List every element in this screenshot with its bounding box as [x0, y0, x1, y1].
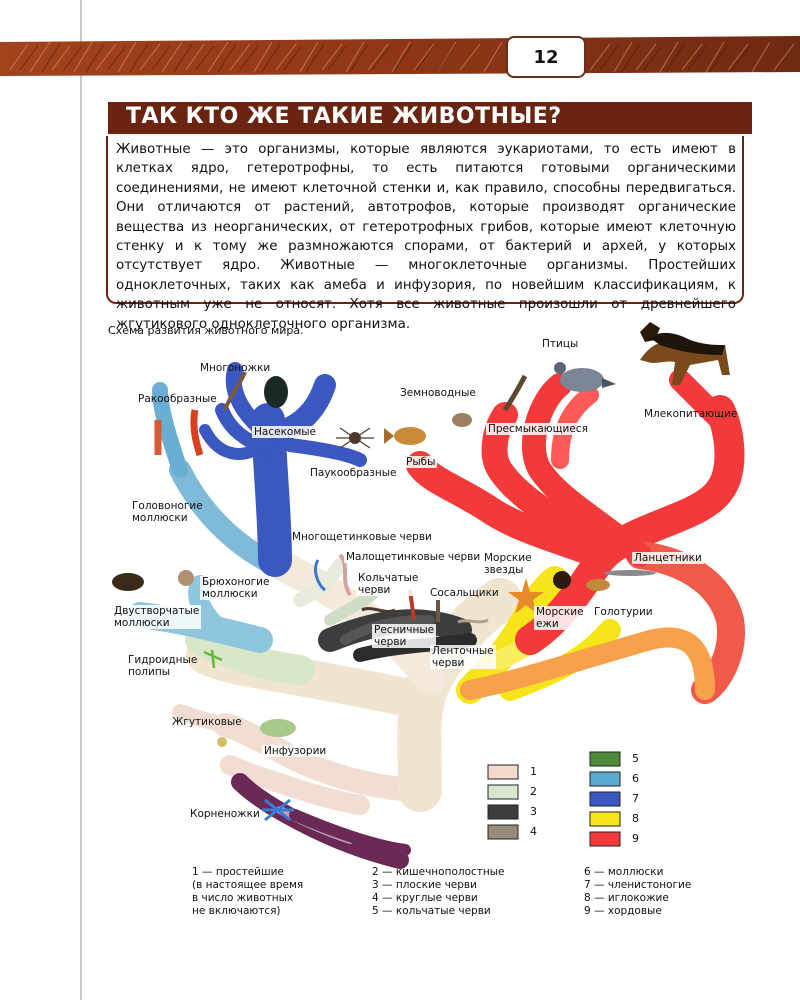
hydra-icon	[203, 649, 223, 669]
label-lentochnye: Ленточные черви	[430, 645, 496, 669]
label-kolchatye: Кольчатые черви	[356, 572, 421, 596]
label-morskie-zvezdy: Морские звезды	[484, 552, 532, 576]
label-malosh: Малощетинковые черви	[344, 551, 483, 563]
label-mnogoshchetinkovye: Многощетинковые черви	[292, 531, 432, 543]
legend-swatch-8	[589, 811, 621, 827]
legend-number-5: 5	[632, 752, 639, 765]
legend-number-6: 6	[632, 772, 639, 785]
label-kornenozhki: Корненожки	[190, 808, 260, 820]
legend-number-7: 7	[632, 792, 639, 805]
scheme-caption: Схема развития животного мира.	[108, 324, 304, 337]
crayfish-icon	[190, 409, 204, 457]
legend-number-1: 1	[530, 765, 537, 778]
page-margin-line	[80, 0, 82, 1000]
legend-swatch-2	[487, 784, 519, 800]
dog-icon	[640, 322, 730, 385]
label-paukoobraznye: Паукообразные	[308, 467, 399, 479]
page-title: ТАК КТО ЖЕ ТАКИЕ ЖИВОТНЫЕ?	[126, 104, 562, 129]
legend-number-3: 3	[530, 805, 537, 818]
spider-icon	[336, 427, 374, 449]
label-dvustvorchatye: Двустворчатые моллюски	[112, 605, 202, 629]
label-infuzorii: Инфузории	[262, 745, 329, 757]
legend-swatch-7	[589, 791, 621, 807]
legend-swatch-3	[487, 804, 519, 820]
legend-col-3: 6 — моллюски 7 — членистоногие 8 — иглок…	[584, 866, 692, 917]
label-morskie-ezhi: Морские ежи	[534, 606, 586, 630]
label-lantsetniki: Ланцетники	[632, 552, 704, 564]
legend-swatch-1	[487, 764, 519, 780]
text-frame	[106, 136, 744, 304]
legend-number-9: 9	[632, 832, 639, 845]
mussel-icon	[112, 573, 144, 591]
title-bar	[108, 102, 752, 134]
label-mnogonozhki: Многоножки	[200, 362, 271, 374]
label-sosalshchiki: Сосальщики	[430, 587, 499, 599]
fish-icon	[384, 427, 426, 445]
starfish-icon	[508, 578, 544, 614]
sea-cucumber-icon	[586, 579, 610, 591]
legend-swatch-5	[589, 751, 621, 767]
label-presmykayushchiesya: Пресмыкающиеся	[486, 423, 590, 435]
legend-number-8: 8	[632, 812, 639, 825]
legend-swatch-6	[589, 771, 621, 787]
label-mlekopitayushchie: Млекопитающие	[644, 408, 738, 420]
legend-col-2: 2 — кишечнополостные 3 — плоские черви 4…	[372, 866, 505, 917]
amoeba-icon	[262, 798, 294, 822]
beetle-icon	[264, 376, 288, 408]
legend-swatch-9	[589, 831, 621, 847]
legend-swatch-4	[487, 824, 519, 840]
label-golovonogie: Головоногие моллюски	[132, 500, 203, 524]
flagellate-icon	[217, 737, 227, 747]
label-ryby: Рыбы	[404, 456, 438, 468]
legend-number-2: 2	[530, 785, 537, 798]
lizard-icon	[502, 374, 528, 412]
sea-urchin-icon	[553, 571, 571, 589]
legend-number-4: 4	[530, 825, 537, 838]
label-rakoobraznye: Ракообразные	[138, 393, 217, 405]
animal-icons	[112, 322, 730, 822]
paramecium-icon	[260, 719, 296, 737]
legend-col-1: 1 — простейшие (в настоящее время в числ…	[192, 866, 304, 917]
label-ptitsy: Птицы	[542, 338, 579, 350]
decorative-fur-band	[0, 36, 800, 76]
intro-paragraph: Животные — это организмы, которые являют…	[116, 142, 736, 332]
centipede-icon	[223, 371, 247, 411]
label-gidroidnye: Гидроидные полипы	[128, 654, 198, 678]
label-goloturii: Голотурии	[592, 606, 655, 618]
label-resnichnye: Ресничные черви	[372, 624, 437, 648]
lancelet-icon	[604, 570, 656, 576]
label-zemnovodnye: Земноводные	[400, 387, 476, 399]
label-zhgutikovye: Жгутиковые	[172, 716, 242, 728]
page-number: 12	[506, 36, 586, 78]
label-bryuhonogie: Брюхоногие моллюски	[200, 576, 272, 600]
pigeon-icon	[554, 362, 616, 392]
label-nasekomye: Насекомые	[252, 426, 319, 438]
snail-icon	[178, 570, 194, 586]
legend-swatches	[487, 751, 621, 847]
frog-icon	[452, 413, 472, 427]
